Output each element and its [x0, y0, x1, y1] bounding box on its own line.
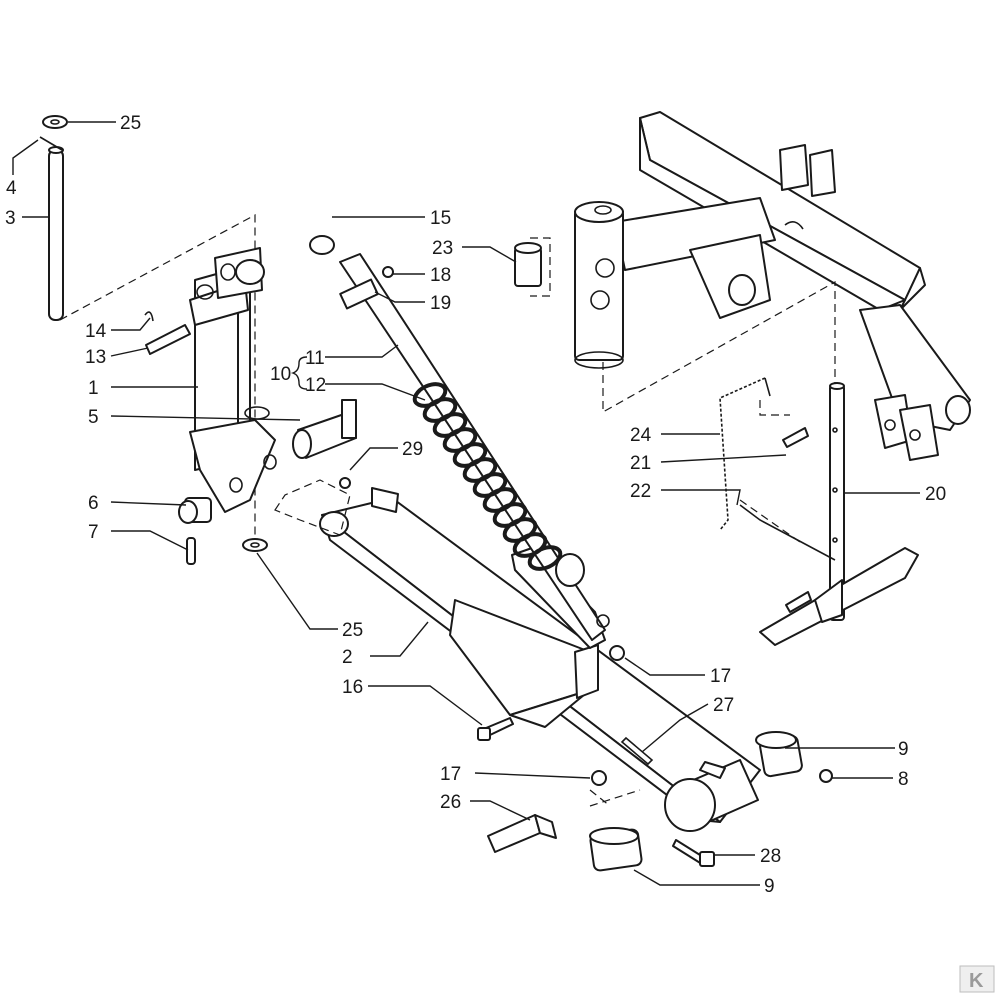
callout-9-lower: 9 [764, 876, 775, 897]
nut-17-upper [609, 645, 625, 661]
callout-4: 4 [6, 178, 17, 199]
callout-10: 10 [270, 364, 291, 385]
callout-5: 5 [88, 407, 99, 428]
nut-17-lower [591, 770, 607, 786]
grease-nipple-8 [819, 769, 833, 783]
callout-17-lower: 17 [440, 764, 461, 785]
washer-25-top [42, 115, 68, 129]
washer-25-bottom [242, 538, 268, 552]
bushing-9-bottom [589, 827, 643, 872]
callout-3: 3 [5, 208, 16, 229]
callout-17-upper: 17 [710, 666, 731, 687]
upright-post-1 [189, 247, 277, 513]
bolt-16 [477, 717, 514, 741]
stand-leg-20 [759, 382, 919, 646]
callout-6: 6 [88, 493, 99, 514]
callout-13: 13 [85, 347, 106, 368]
callout-9-upper: 9 [898, 739, 909, 760]
callout-7: 7 [88, 522, 99, 543]
bushing-23 [514, 237, 551, 297]
pin-21b [785, 591, 812, 613]
collar-6 [178, 497, 212, 524]
spring-rod-11 [309, 235, 610, 641]
pin-21 [782, 427, 809, 448]
chain-24 [719, 377, 836, 561]
bolt-28 [672, 839, 715, 867]
pin-13 [144, 311, 191, 355]
callout-27: 27 [713, 695, 734, 716]
callout-11: 11 [305, 348, 325, 369]
logo-letter: K [969, 970, 984, 992]
callout-24: 24 [630, 425, 652, 446]
wedge-26 [487, 814, 557, 853]
callout-12: 12 [305, 375, 326, 396]
callout-14: 14 [85, 321, 107, 342]
callout-1: 1 [88, 378, 99, 399]
main-arm-2 [274, 479, 761, 832]
callout-29: 29 [402, 439, 423, 460]
spring-pin-7 [186, 537, 196, 565]
stud-27 [620, 736, 654, 766]
callout-16: 16 [342, 677, 363, 698]
pivot-pin-5 [292, 399, 357, 459]
callout-25-top: 25 [120, 113, 141, 134]
leader-lines [12, 121, 920, 886]
callout-2: 2 [342, 647, 353, 668]
callout-labels: 25 4 3 14 13 1 5 6 7 25 15 18 19 11 10 1… [5, 113, 946, 897]
callout-22: 22 [630, 481, 651, 502]
grease-nipple-29 [339, 477, 351, 489]
callout-21: 21 [630, 453, 651, 474]
callout-26: 26 [440, 792, 461, 813]
callout-23: 23 [432, 238, 453, 259]
compression-spring-12 [412, 382, 585, 587]
callout-28: 28 [760, 846, 781, 867]
bushing-9-top [755, 731, 803, 778]
callout-20: 20 [925, 484, 946, 505]
brand-logo: K [959, 965, 995, 993]
callout-8: 8 [898, 769, 909, 790]
callout-19: 19 [430, 293, 451, 314]
pin-3 [39, 136, 64, 321]
callout-15: 15 [430, 208, 451, 229]
callout-18: 18 [430, 265, 451, 286]
callout-25-bottom: 25 [342, 620, 363, 641]
frame-yoke [574, 111, 971, 540]
